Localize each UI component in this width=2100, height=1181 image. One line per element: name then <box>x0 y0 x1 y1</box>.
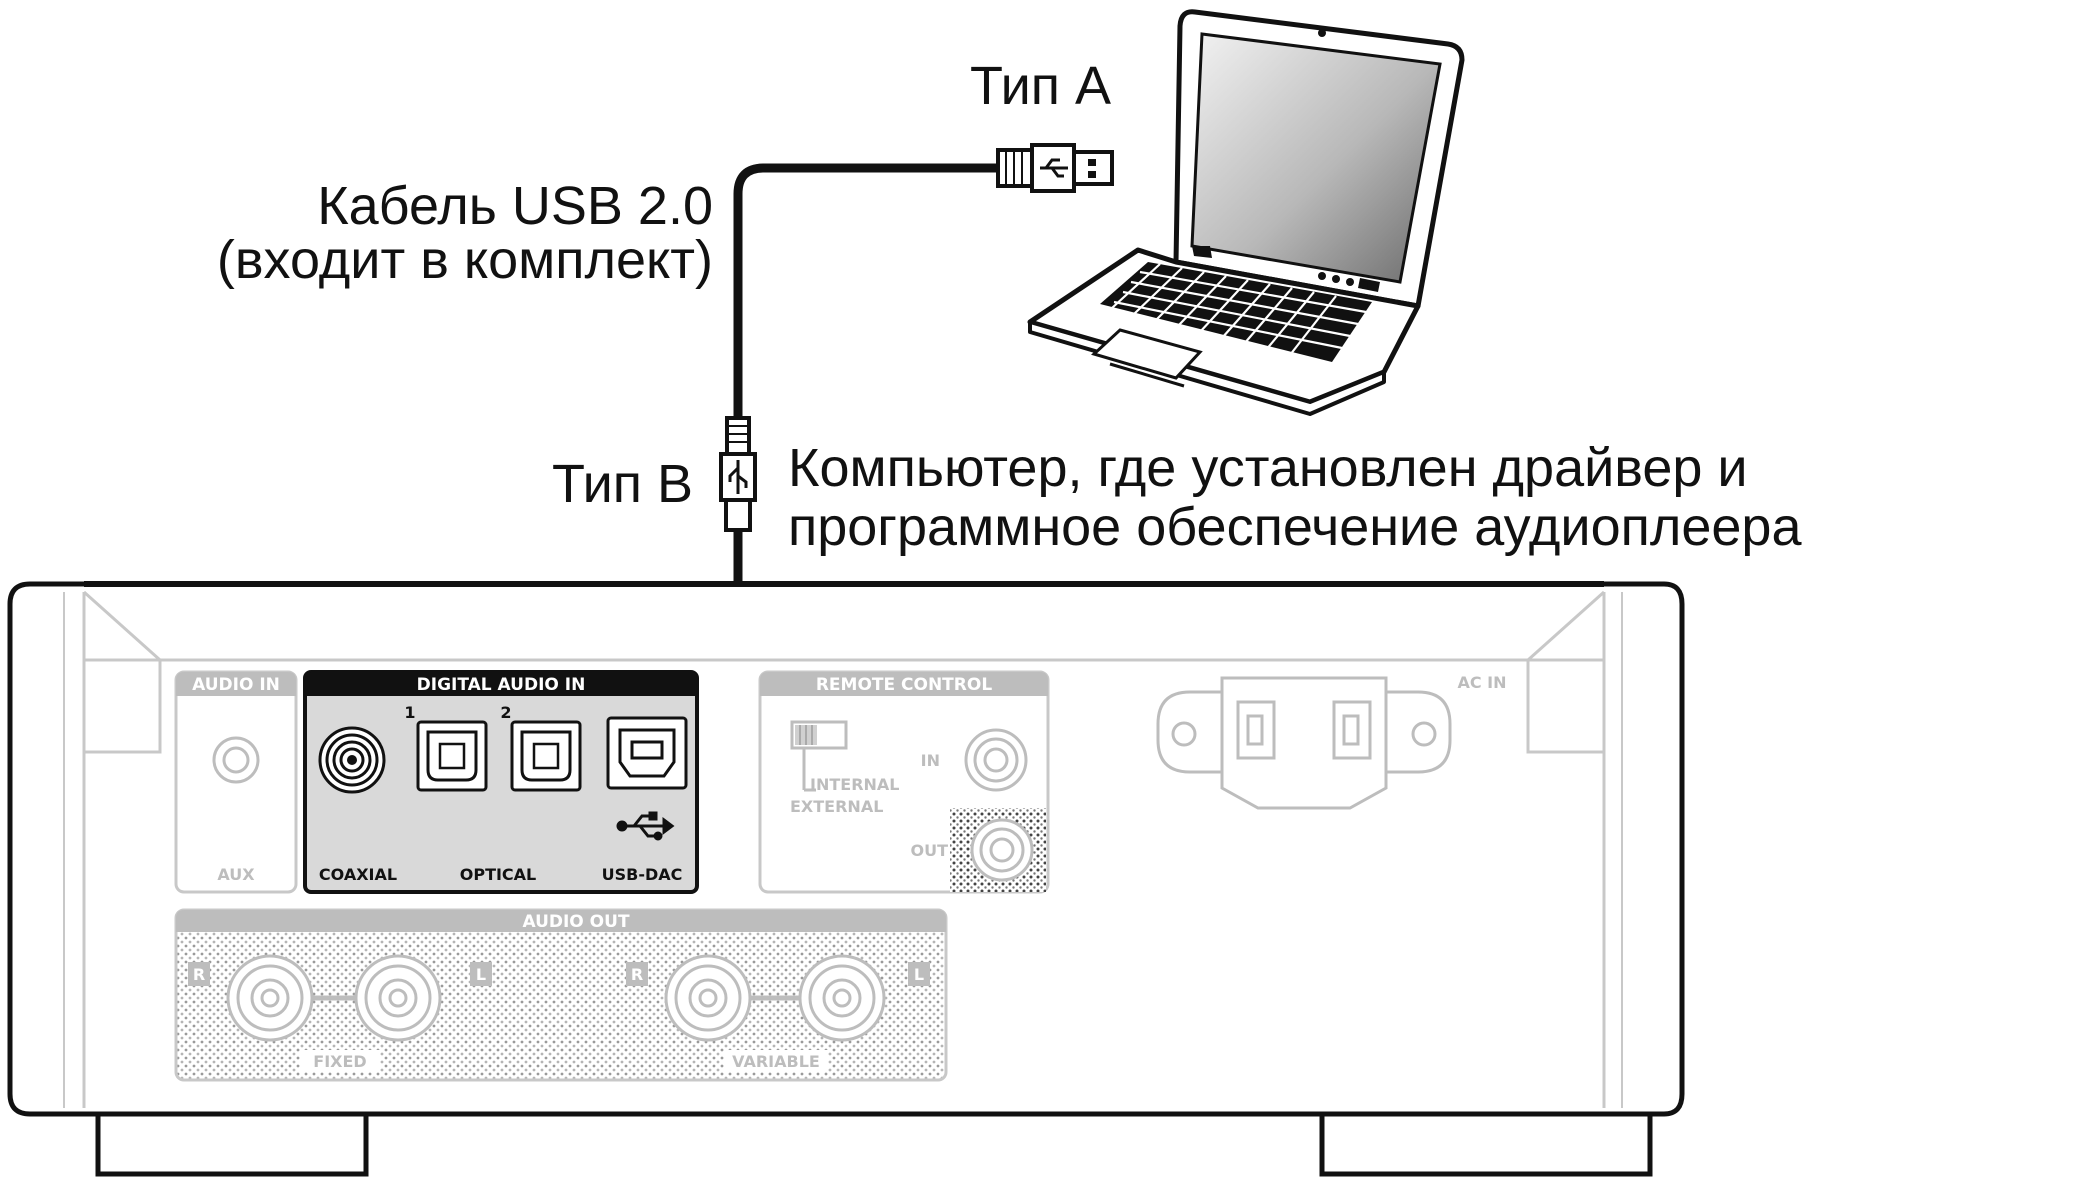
rc-in-label: IN <box>921 751 940 770</box>
optical-2-port[interactable] <box>510 720 582 792</box>
variable-l-label: L <box>914 965 924 984</box>
usb-symbol-icon <box>1040 158 1068 178</box>
type-b-label: Тип B <box>552 454 693 514</box>
audio-in-label: AUDIO IN <box>192 675 280 695</box>
computer-label-line2: программное обеспечение аудиоплеера <box>788 497 1802 557</box>
usb-dac-port[interactable] <box>606 716 688 790</box>
internal-label: INTERNAL <box>810 775 899 794</box>
usb-type-b-plug <box>719 416 757 532</box>
variable-r-jack[interactable] <box>664 954 752 1042</box>
audio-out-section: AUDIO OUT R L FIXED R <box>174 908 948 1082</box>
cable-label-line1: Кабель USB 2.0 <box>317 176 713 236</box>
optical-2-label: 2 <box>500 703 511 722</box>
laptop-touchpad <box>1091 328 1203 380</box>
audio-in-section: AUDIO IN AUX <box>174 670 298 894</box>
fixed-l-label: L <box>476 965 486 984</box>
coaxial-label: COAXIAL <box>319 865 397 884</box>
remote-out-jack[interactable] <box>970 818 1034 882</box>
aux-label: AUX <box>217 865 255 884</box>
variable-r-label: R <box>631 965 643 984</box>
external-label: EXTERNAL <box>790 797 883 816</box>
ac-power-inlet[interactable] <box>1156 676 1452 810</box>
laptop-screen <box>1190 32 1442 284</box>
fixed-r-jack[interactable] <box>226 954 314 1042</box>
usb-symbol-icon <box>728 460 748 494</box>
internal-external-switch[interactable] <box>790 720 848 792</box>
device-rear-panel: AUDIO IN AUX DIGITAL AUDIO IN 1 <box>7 581 1685 1177</box>
digital-audio-in-label: DIGITAL AUDIO IN <box>417 675 586 695</box>
usb-type-a-plug <box>996 143 1114 193</box>
usb-dac-label: USB-DAC <box>602 865 683 884</box>
computer-label-line1: Компьютер, где установлен драйвер и <box>788 438 1748 498</box>
ac-in-section: AC IN <box>1156 673 1507 810</box>
rc-out-label: OUT <box>910 841 948 860</box>
remote-control-label: REMOTE CONTROL <box>816 675 992 695</box>
fixed-label: FIXED <box>313 1052 366 1071</box>
audio-out-label: AUDIO OUT <box>522 912 630 932</box>
remote-control-section: REMOTE CONTROL INTERNAL EXTERNAL IN <box>758 670 1050 894</box>
variable-l-jack[interactable] <box>798 954 886 1042</box>
remote-in-jack[interactable] <box>964 728 1028 792</box>
fixed-r-label: R <box>193 965 205 984</box>
ac-in-label: AC IN <box>1457 673 1506 692</box>
coaxial-jack[interactable] <box>318 726 386 794</box>
optical-label: OPTICAL <box>460 865 537 884</box>
cable-label-line2: (входит в комплект) <box>217 230 713 290</box>
fixed-l-jack[interactable] <box>354 954 442 1042</box>
usb-icon <box>616 811 675 841</box>
laptop-keyboard <box>1100 262 1372 362</box>
laptop-icon <box>1027 9 1465 416</box>
digital-audio-in-section: DIGITAL AUDIO IN 1 2 <box>303 670 699 894</box>
optical-1-label: 1 <box>404 703 415 722</box>
type-a-label: Тип A <box>970 56 1111 116</box>
optical-1-port[interactable] <box>416 720 488 792</box>
variable-label: VARIABLE <box>732 1052 820 1071</box>
